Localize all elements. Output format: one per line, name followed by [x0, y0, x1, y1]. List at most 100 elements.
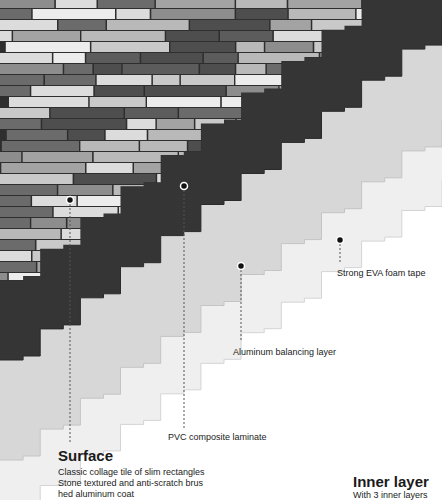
mosaic-strip	[97, 75, 152, 85]
mosaic-strip	[166, 31, 218, 41]
mosaic-strip	[269, 174, 316, 184]
mosaic-strip	[226, 196, 252, 206]
mosaic-strip	[230, 273, 262, 283]
mosaic-strip	[145, 86, 225, 96]
mosaic-strip	[23, 152, 92, 162]
mosaic-strip	[0, 86, 30, 96]
mosaic-strip	[317, 174, 358, 184]
mosaic-strip	[0, 229, 60, 239]
mosaic-strip	[1, 163, 85, 173]
mosaic-strip	[42, 119, 126, 129]
callout-dot	[181, 183, 188, 190]
layer-label: PVC composite laminate	[168, 432, 267, 443]
mosaic-strip	[68, 218, 114, 228]
mosaic-strip	[392, 251, 424, 261]
mosaic-strip	[170, 185, 211, 195]
mosaic-strip	[123, 273, 186, 283]
mosaic-strip	[366, 163, 429, 173]
mosaic-strip	[402, 130, 441, 140]
mosaic-strip	[45, 75, 95, 85]
mosaic-strip	[212, 185, 272, 195]
mosaic-strip	[91, 240, 136, 250]
leader-line	[184, 186, 185, 428]
mosaic-strip	[64, 64, 92, 74]
mosaic-strip	[304, 284, 341, 294]
mosaic-strip	[289, 9, 355, 19]
mosaic-strip	[82, 273, 122, 283]
mosaic-strip	[244, 251, 280, 261]
mosaic-strip	[239, 53, 319, 63]
mosaic-strip	[0, 174, 73, 184]
mosaic-strip	[265, 42, 312, 52]
mosaic-strip	[7, 130, 67, 140]
mosaic-strip	[421, 185, 442, 195]
mosaic-strip	[127, 119, 155, 129]
mosaic-strip	[425, 251, 442, 261]
pvc-layer	[0, 0, 442, 360]
mosaic-strip	[308, 130, 367, 140]
mosaic-strip	[0, 218, 30, 228]
mosaic-strip	[195, 119, 235, 129]
mosaic-strip	[31, 218, 66, 228]
mosaic-strip	[86, 53, 139, 63]
mosaic-strip	[119, 207, 163, 217]
mosaic-strip	[368, 130, 400, 140]
mosaic-strip	[250, 108, 298, 118]
mosaic-strip	[220, 31, 272, 41]
mosaic-strip	[114, 185, 169, 195]
mosaic-strip	[157, 119, 194, 129]
mosaic-strip	[364, 20, 429, 30]
mosaic-strip	[30, 284, 76, 294]
mosaic-strip	[123, 64, 199, 74]
mosaic-strip	[429, 75, 442, 85]
mosaic-strip	[58, 185, 112, 195]
mosaic-strip	[417, 218, 442, 228]
mosaic-strip	[387, 108, 422, 118]
mosaic-strip	[0, 0, 54, 8]
mosaic-strip	[54, 273, 81, 283]
mosaic-strip	[90, 97, 146, 107]
mosaic-strip	[223, 284, 303, 294]
mosaic-strip	[0, 20, 57, 30]
mosaic-strip	[0, 31, 12, 41]
mosaic-strip	[190, 20, 269, 30]
mosaic-strip	[236, 42, 263, 52]
description-text: Classic collage tile of slim rectangles	[58, 467, 205, 478]
mosaic-strip	[301, 141, 380, 151]
mosaic-strip	[373, 64, 417, 74]
mosaic-strip	[62, 229, 125, 239]
mosaic-strip	[1, 284, 28, 294]
mosaic-strip	[125, 108, 178, 118]
mosaic-strip	[307, 163, 365, 173]
mosaic-strip	[365, 42, 435, 52]
mosaic-strip	[33, 251, 113, 261]
mosaic-strip	[200, 64, 235, 74]
mosaic-strip	[394, 185, 420, 195]
mosaic-strip	[114, 251, 192, 261]
mosaic-strip	[271, 20, 311, 30]
mosaic-strip	[432, 141, 442, 151]
mosaic-strip	[98, 0, 154, 8]
description-text: With 3 inner layers	[353, 490, 428, 500]
mosaic-strip	[0, 152, 21, 162]
mosaic-strip	[228, 207, 295, 217]
mosaic-strip	[94, 64, 121, 74]
mosaic-strip	[296, 207, 323, 217]
mosaic-strip	[256, 240, 329, 250]
mosaic-strip	[394, 9, 442, 19]
mosaic-strip	[288, 0, 361, 8]
mosaic-strip	[372, 31, 442, 41]
leader-line	[241, 266, 242, 342]
mosaic-strip	[126, 229, 180, 239]
mosaic-strip	[300, 108, 385, 118]
mosaic-strip	[188, 273, 229, 283]
mosaic-strip	[274, 185, 335, 195]
surface-layer	[0, 0, 442, 280]
mosaic-strip	[87, 163, 133, 173]
mosaic-strip	[260, 141, 300, 151]
mosaic-strip	[91, 42, 169, 52]
mosaic-strip	[280, 86, 360, 96]
mosaic-strip	[235, 75, 281, 85]
section-heading: Inner layer	[353, 473, 429, 490]
